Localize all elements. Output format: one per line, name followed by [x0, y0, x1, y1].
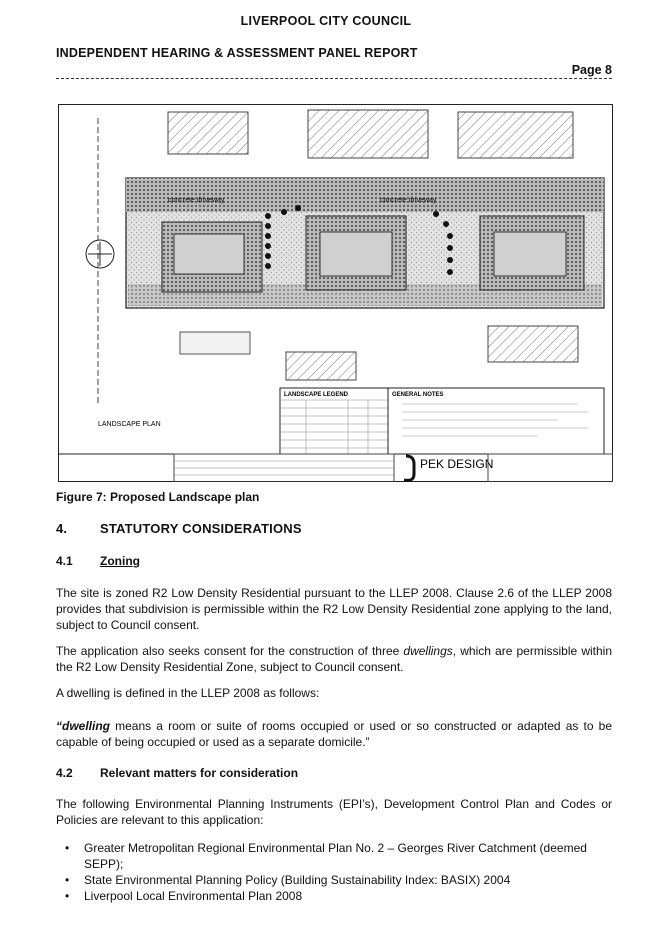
section-number: 4.	[56, 521, 68, 536]
dwellings-emphasis: dwellings	[403, 644, 453, 658]
dwellings-paragraph: The application also seeks consent for t…	[56, 643, 612, 675]
header-rule	[56, 78, 612, 79]
council-name: LIVERPOOL CITY COUNCIL	[240, 14, 412, 28]
driveway-label-2: concrete driveway	[380, 197, 437, 204]
dwelling-definition: “dwelling means a room or suite of rooms…	[56, 718, 612, 750]
plan-label: LANDSCAPE PLAN	[98, 421, 161, 428]
section-heading: 4. STATUTORY CONSIDERATIONS	[56, 521, 302, 536]
tree-symbol	[85, 239, 115, 269]
title-block: PEK DESIGN	[58, 453, 613, 482]
list-item: State Environmental Planning Policy (Bui…	[56, 872, 612, 888]
instruments-list: Greater Metropolitan Regional Environmen…	[56, 840, 612, 904]
definition-term: “dwelling	[56, 719, 110, 733]
subsection-heading-matters: 4.2 Relevant matters for consideration	[56, 766, 298, 780]
subsection-title: Zoning	[100, 554, 140, 568]
driveway-label: concrete driveway	[168, 197, 225, 204]
report-title: INDEPENDENT HEARING & ASSESSMENT PANEL R…	[56, 46, 418, 60]
definition-text: means a room or suite of rooms occupied …	[56, 719, 612, 749]
page-number: Page 8	[571, 63, 612, 77]
notes-title: GENERAL NOTES	[392, 392, 444, 398]
dwellings-text-a: The application also seeks consent for t…	[56, 644, 404, 658]
legend-box: LANDSCAPE LEGEND	[279, 387, 389, 455]
firm-name: PEK DESIGN	[420, 457, 493, 471]
neighbour-buildings-top	[167, 109, 574, 159]
section-title: STATUTORY CONSIDERATIONS	[100, 521, 302, 536]
subsection-number: 4.1	[56, 554, 73, 568]
subsection-heading-zoning: 4.1 Zoning	[56, 554, 140, 568]
landscape-plan-drawing: concrete driveway concrete driveway LAND…	[58, 104, 613, 482]
neighbour-buildings-bottom	[179, 325, 579, 381]
list-item: Liverpool Local Environmental Plan 2008	[56, 888, 612, 904]
site-lot	[125, 177, 605, 309]
subsection-title: Relevant matters for consideration	[100, 766, 299, 780]
matters-intro: The following Environmental Planning Ins…	[56, 797, 612, 827]
definition-intro: A dwelling is defined in the LLEP 2008 a…	[56, 686, 320, 700]
zoning-paragraph: The site is zoned R2 Low Density Residen…	[56, 586, 612, 632]
legend-title: LANDSCAPE LEGEND	[284, 392, 349, 398]
hedge-dots	[265, 205, 453, 275]
subsection-number: 4.2	[56, 766, 73, 780]
figure-caption: Figure 7: Proposed Landscape plan	[56, 490, 260, 504]
general-notes-box: GENERAL NOTES	[387, 387, 605, 455]
dwellings-text-b: , which are permissible within the R2 Lo…	[56, 644, 612, 674]
list-item: Greater Metropolitan Regional Environmen…	[56, 840, 612, 872]
